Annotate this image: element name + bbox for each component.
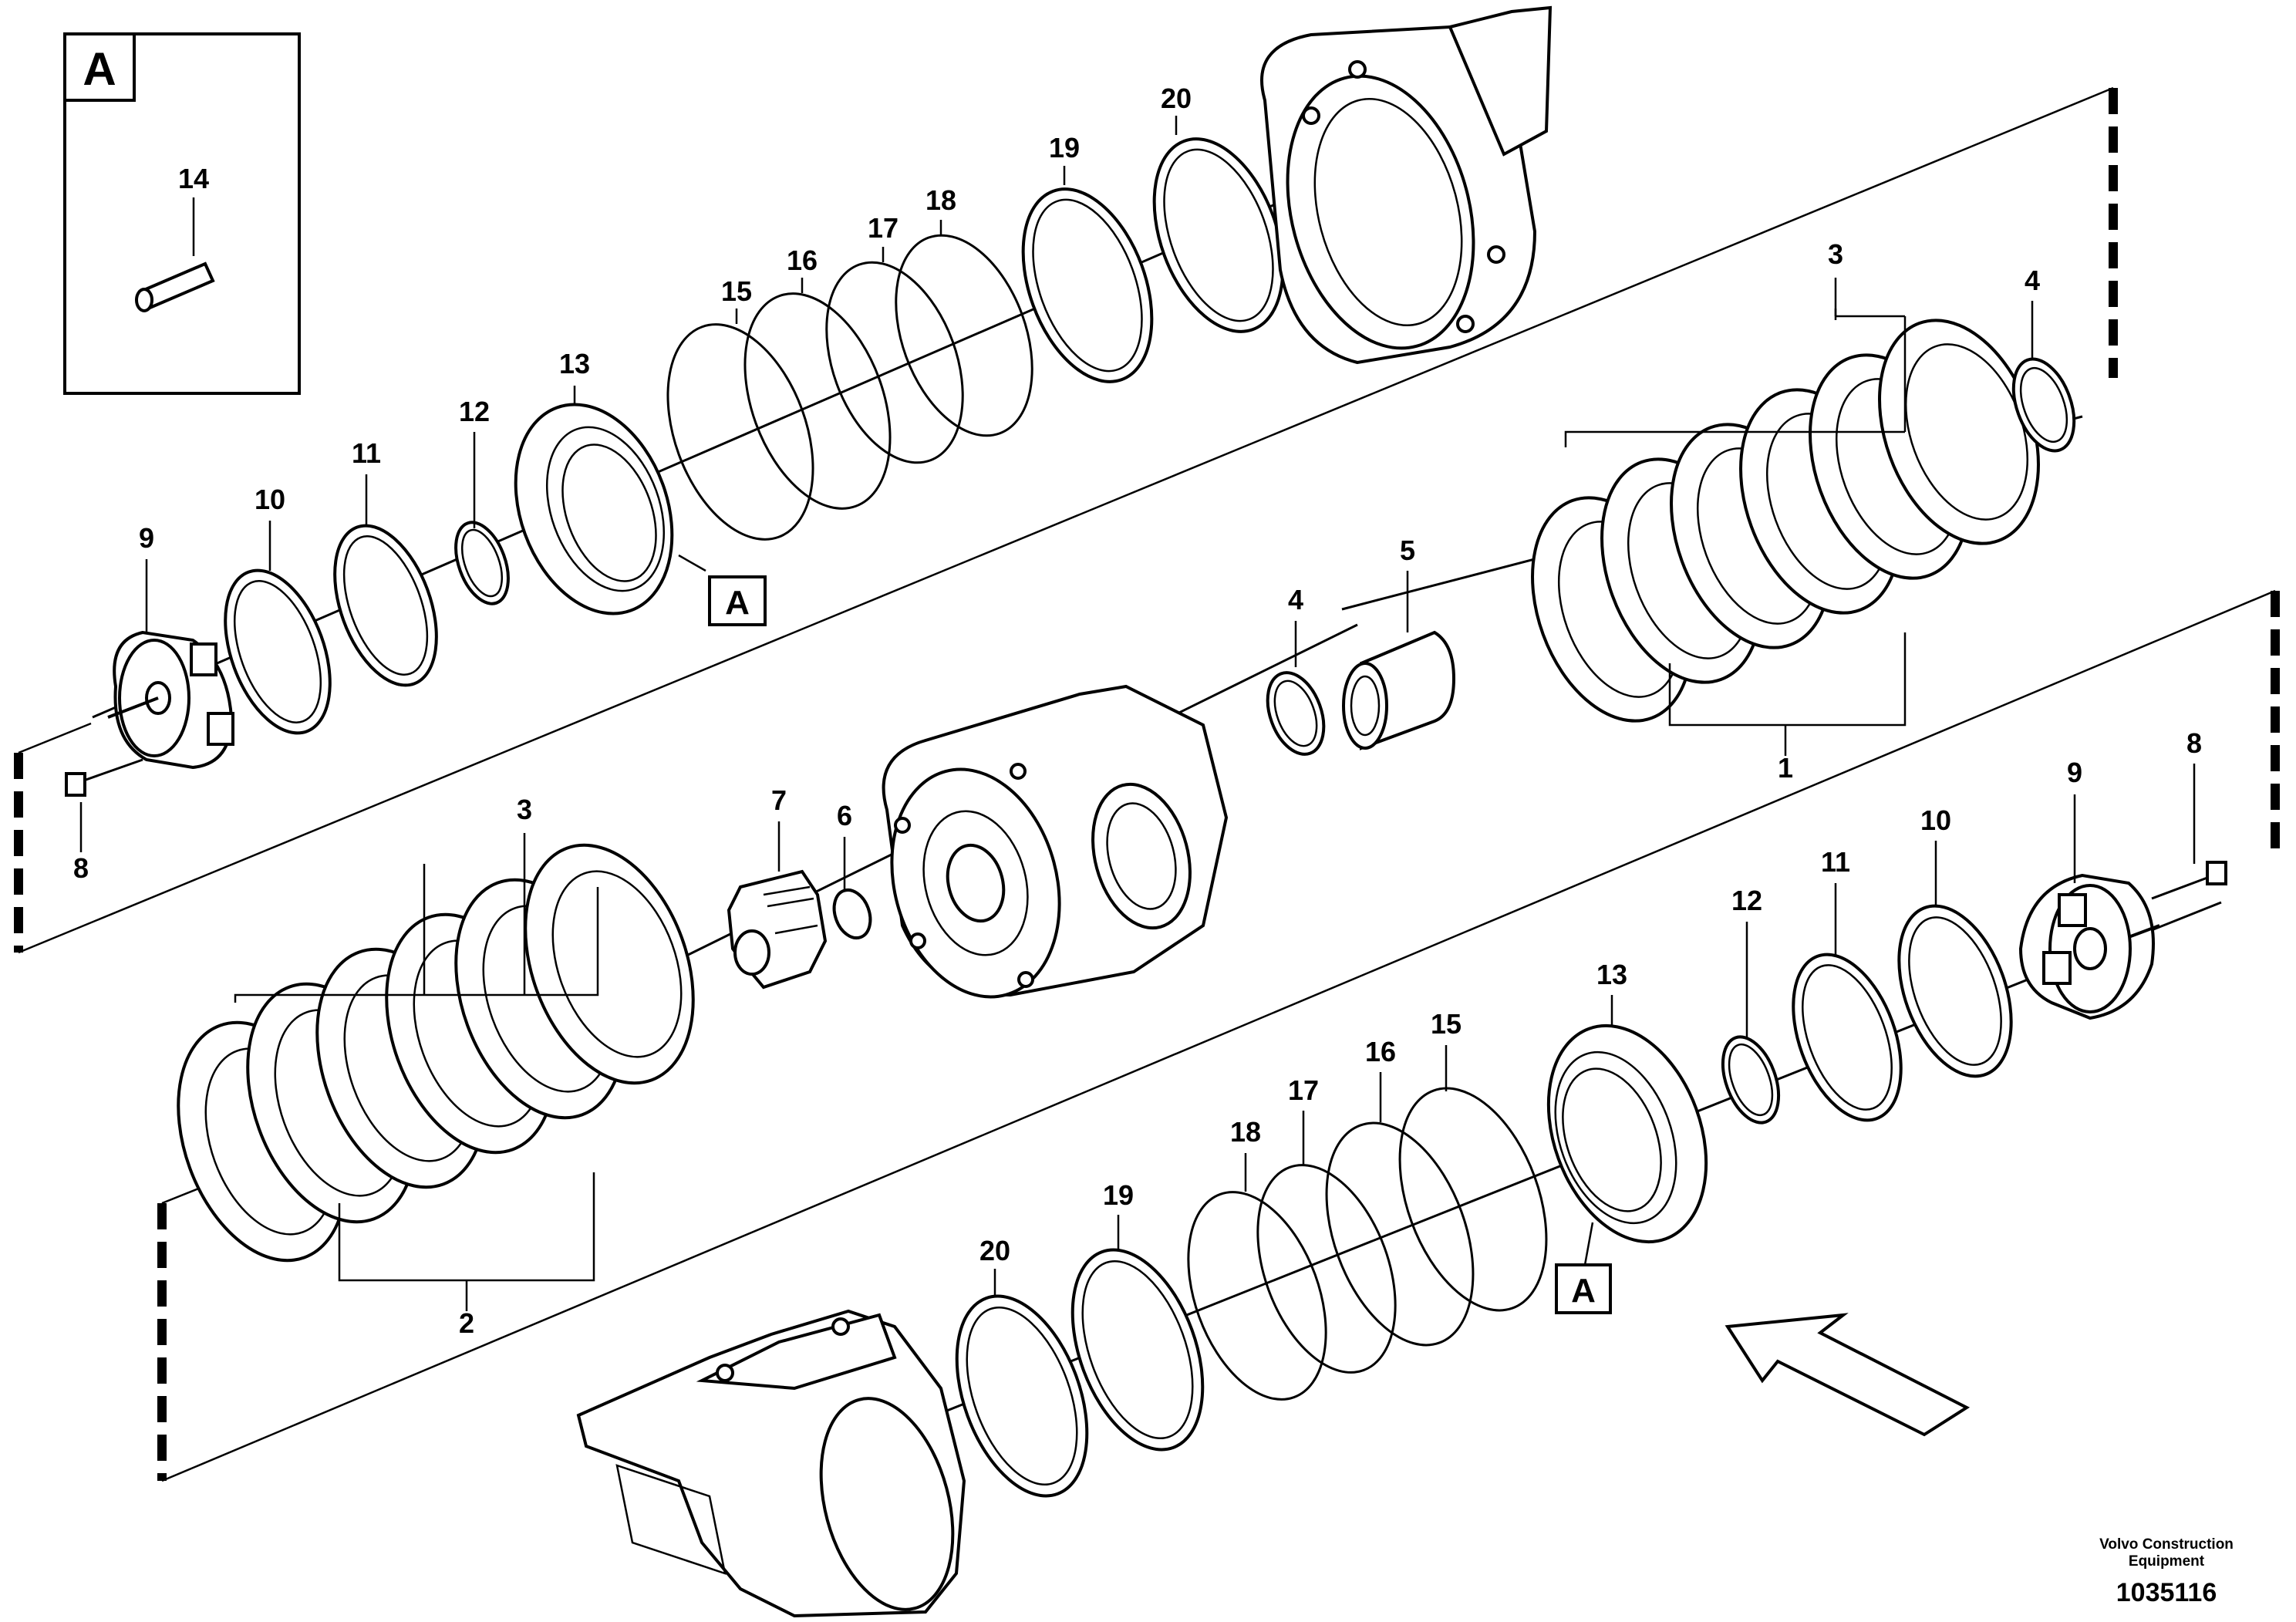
- callout-1: 1: [1778, 752, 1793, 784]
- callout-17-upper: 17: [868, 212, 899, 244]
- callout-labels: 1 2 3 3 4 4 5 6 7 8 8 9 9 10 10 11 11 12…: [73, 83, 2202, 1339]
- bolt-part-8-right: [2151, 861, 2227, 900]
- differential-housing: [882, 684, 1229, 999]
- callout-3-lower: 3: [517, 794, 532, 825]
- ref-marker-a-upper-label: A: [725, 584, 750, 622]
- axle-housing-upper: [1260, 5, 1553, 365]
- group-bracket-3-lower: [234, 887, 599, 1003]
- snap-ring-part-4-upper: [2011, 357, 2076, 453]
- callout-7: 7: [771, 784, 787, 816]
- ref-marker-a-lower: A: [1555, 1263, 1612, 1314]
- callout-13-right: 13: [1596, 959, 1627, 990]
- callout-4-upper: 4: [2025, 265, 2040, 296]
- ref-marker-a-lower-label: A: [1571, 1272, 1596, 1310]
- group-bracket-1-upper: [1668, 632, 1907, 727]
- callout-10-left: 10: [255, 484, 285, 515]
- callout-19-upper: 19: [1049, 132, 1080, 164]
- callout-11-left: 11: [352, 437, 381, 469]
- snap-ring-part-12-right: [1721, 1035, 1781, 1125]
- o-ring-part-17-upper: [825, 261, 964, 464]
- shim-part-10-left: [224, 568, 332, 735]
- snap-ring-part-6: [832, 889, 872, 939]
- shim-part-19-upper: [1021, 187, 1154, 383]
- footer-credit: Volvo Construction Equipment 1035116: [2051, 1536, 2282, 1608]
- callout-20-upper: 20: [1161, 83, 1192, 114]
- callout-12-left: 12: [459, 396, 490, 427]
- sleeve-part-5: [1342, 630, 1456, 750]
- piston-part-13-right: [1546, 1023, 1708, 1244]
- callout-20-lower: 20: [979, 1235, 1010, 1266]
- o-ring-part-16-upper: [743, 292, 892, 510]
- callout-18-lower: 18: [1230, 1116, 1261, 1148]
- callout-10-right: 10: [1920, 804, 1951, 836]
- callout-12-right: 12: [1731, 885, 1762, 916]
- callout-11-right: 11: [1821, 846, 1850, 878]
- callout-3-upper: 3: [1828, 238, 1843, 270]
- hub-part-9-left: [107, 630, 234, 770]
- shim-part-20-upper: [1152, 137, 1285, 333]
- o-ring-part-15-lower: [1398, 1087, 1548, 1312]
- direction-arrow: [1725, 1313, 1971, 1437]
- detail-box-letter: A: [83, 43, 116, 95]
- callout-17-lower: 17: [1288, 1074, 1319, 1106]
- axle-housing-lower: [576, 1309, 966, 1618]
- callout-13-left: 13: [559, 348, 590, 379]
- group-bracket-3-upper: [1564, 309, 1907, 447]
- callout-18-upper: 18: [925, 184, 956, 216]
- company-name-line-1: Volvo Construction: [2099, 1536, 2234, 1553]
- shim-part-19-lower: [1070, 1248, 1205, 1452]
- shim-part-10-right: [1897, 904, 2013, 1078]
- callout-8-left: 8: [73, 852, 89, 884]
- shim-part-11-right: [1792, 953, 1903, 1122]
- callout-4-center: 4: [1288, 584, 1303, 615]
- callout-9-right: 9: [2067, 757, 2082, 788]
- shim-part-20-lower: [955, 1294, 1089, 1498]
- clutch-pack-part-2-3-lower: [177, 843, 695, 1263]
- clutch-pack-part-1-3-upper: [1531, 319, 2040, 723]
- drawing-number: 1035116: [2116, 1578, 2217, 1607]
- snap-ring-part-12-left: [454, 521, 510, 605]
- o-ring-part-17-lower: [1256, 1164, 1397, 1374]
- callout-8-right: 8: [2186, 727, 2202, 759]
- hub-part-9-right: [2018, 873, 2160, 1020]
- company-name-line-2: Equipment: [2128, 1553, 2205, 1570]
- piston-part-13-left: [514, 403, 674, 615]
- callout-15-upper: 15: [721, 275, 752, 307]
- o-ring-part-16-lower: [1325, 1121, 1475, 1347]
- snap-ring-part-4-center: [1266, 671, 1326, 756]
- spider-part-7: [727, 869, 828, 990]
- pin-part-14: [135, 261, 215, 312]
- o-ring-part-18-upper: [895, 234, 1033, 437]
- dashed-bracket-upper: [14, 86, 2118, 954]
- callout-19-lower: 19: [1103, 1179, 1134, 1211]
- leader-lines: [79, 116, 2196, 1296]
- callout-5: 5: [1400, 534, 1415, 566]
- o-ring-part-18-lower: [1187, 1191, 1327, 1401]
- callout-2: 2: [459, 1307, 474, 1339]
- detail-inset-a: A 14: [63, 32, 301, 395]
- callout-6: 6: [837, 800, 852, 831]
- callout-9-left: 9: [139, 522, 154, 554]
- callout-14: 14: [178, 163, 209, 194]
- o-ring-part-15-upper: [666, 323, 814, 541]
- bolt-part-8-left: [65, 758, 143, 797]
- callout-15-lower: 15: [1431, 1008, 1462, 1040]
- ref-marker-a-upper: A: [708, 575, 767, 626]
- shim-part-11-left: [333, 524, 438, 687]
- callout-16-upper: 16: [787, 244, 818, 276]
- callout-16-lower: 16: [1365, 1036, 1396, 1067]
